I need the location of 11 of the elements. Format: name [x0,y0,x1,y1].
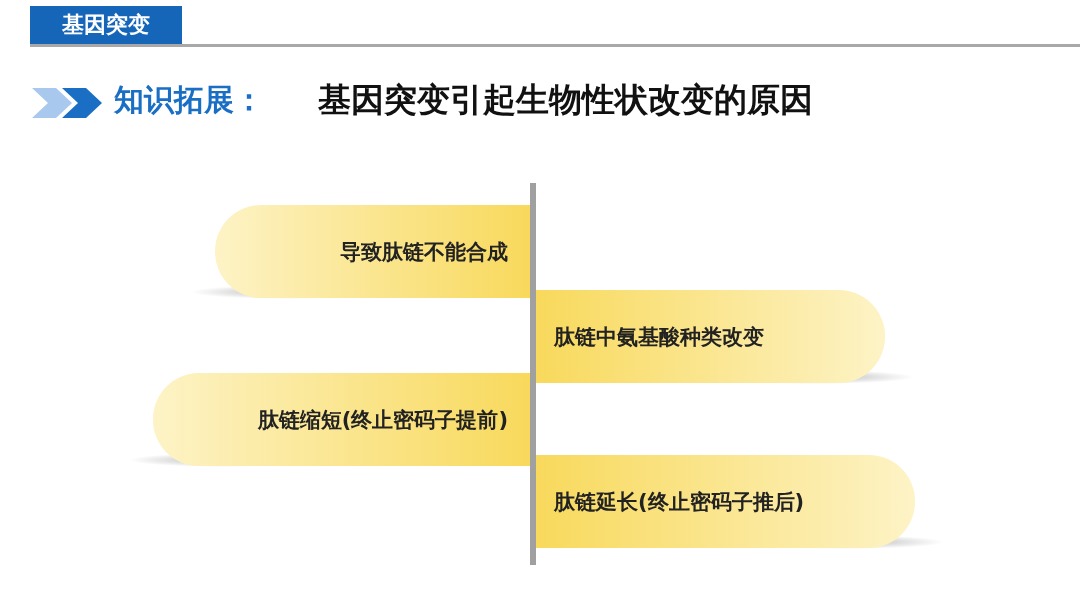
subheading: 知识拓展： [114,81,264,119]
rounded-banner [536,290,885,383]
rounded-banner [215,205,530,298]
banner-text: 导致肽链不能合成 [340,238,508,266]
rounded-banner [153,373,530,466]
banner-text: 肽链中氨基酸种类改变 [554,323,764,351]
section-tab: 基因突变 [30,6,182,44]
rounded-banner [536,455,915,548]
banner-text: 肽链延长(终止密码子推后) [554,488,805,516]
title: 基因突变引起生物性状改变的原因 [318,79,813,121]
banner-text: 肽链缩短(终止密码子提前) [257,406,508,434]
